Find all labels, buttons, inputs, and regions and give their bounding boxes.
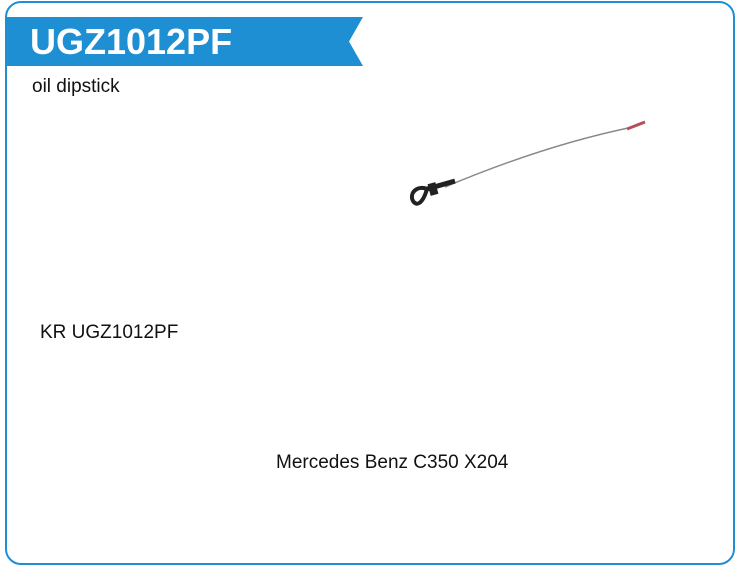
reference-code: KR UGZ1012PF — [40, 322, 179, 343]
title-banner — [5, 17, 363, 66]
part-number-title: UGZ1012PF — [30, 21, 233, 62]
product-card — [5, 1, 735, 565]
dipstick-image — [405, 115, 655, 220]
product-description: oil dipstick — [32, 76, 120, 97]
vehicle-application: Mercedes Benz C350 X204 — [276, 452, 509, 473]
